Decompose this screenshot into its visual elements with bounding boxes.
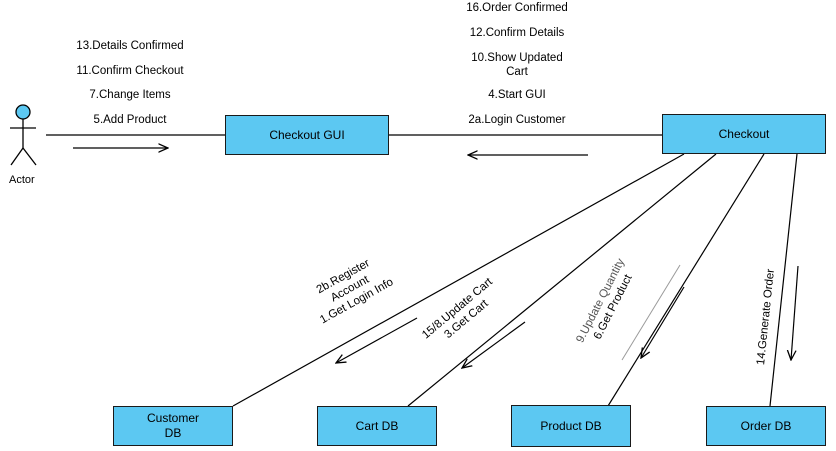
link-checkout-customer (232, 153, 685, 407)
msg-12-confirm-details: 12.Confirm Details (469, 27, 565, 39)
msg-7-change-items: 7.Change Items (89, 89, 171, 101)
msg-5-add-product: 5.Add Product (93, 114, 167, 126)
arrow-to-order (791, 265, 799, 360)
link-checkout-order (769, 153, 798, 407)
link-checkout-product (607, 153, 765, 407)
msg-11-confirm-checkout: 11.Confirm Checkout (76, 65, 184, 77)
order-db-node[interactable]: Order DB (706, 406, 826, 446)
cart-db-node[interactable]: Cart DB (317, 406, 437, 446)
link-checkout-cart (407, 153, 717, 407)
msg-4-start-gui: 4.Start GUI (488, 89, 546, 101)
msg-10-show-updated-cart: 10.Show Updated Cart (471, 52, 563, 78)
checkout-node[interactable]: Checkout (662, 114, 826, 154)
checkout-gui-node[interactable]: Checkout GUI (225, 115, 389, 155)
arrow-to-customer (336, 317, 418, 363)
actor-label: Actor (9, 174, 35, 186)
msg-2a-login-customer: 2a.Login Customer (468, 114, 566, 126)
product-db-node[interactable]: Product DB (511, 405, 631, 447)
arrow-to-cart (462, 321, 526, 368)
customer-db-node[interactable]: Customer DB (113, 406, 233, 446)
msg-13-details-confirmed: 13.Details Confirmed (76, 40, 184, 52)
product-line-shadow (621, 264, 681, 361)
msg-16-order-confirmed: 16.Order Confirmed (466, 2, 568, 14)
arrow-to-product (641, 286, 685, 358)
actor-figure (10, 104, 37, 166)
